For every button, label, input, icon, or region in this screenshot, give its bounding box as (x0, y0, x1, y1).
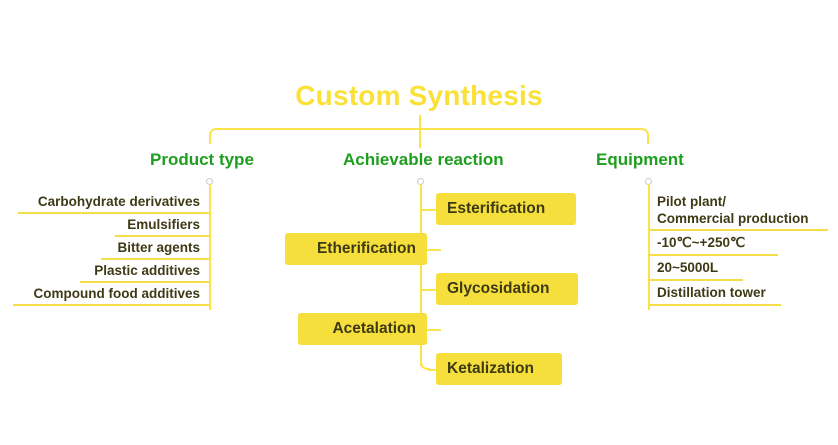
list-item-underline (648, 279, 743, 281)
list-item-underline (80, 281, 209, 283)
list-item-label: -10℃~+250℃ (657, 235, 746, 250)
page-title: Custom Synthesis (295, 80, 543, 111)
list-item-label: Carbohydrate derivatives (37, 194, 200, 209)
bracket-stem (419, 115, 421, 130)
list-item-label: Emulsifiers (127, 217, 200, 232)
list-item-label-line2: Commercial production (657, 211, 809, 226)
reaction-chip-glycosidation[interactable]: Glycosidation (436, 273, 578, 305)
column-heading-product-type: Product type (150, 150, 254, 169)
list-item: 20~5000L (657, 259, 837, 276)
bracket-connector (209, 128, 649, 144)
column-heading-achievable-reaction: Achievable reaction (343, 150, 504, 169)
reaction-chip-label: Ketalization (447, 360, 534, 377)
connector-stub (427, 249, 441, 251)
spine-achievable-reaction (420, 184, 422, 366)
connector-stub (420, 209, 436, 211)
reaction-chip-label: Etherification (316, 240, 416, 257)
list-item-underline (115, 235, 209, 237)
list-item-underline (13, 304, 209, 306)
list-item: -10℃~+250℃ (657, 234, 837, 251)
list-item: Distillation tower (657, 284, 837, 301)
spine-achievable-reaction-foot (420, 358, 430, 370)
list-item-underline (648, 229, 828, 231)
connector-stub (428, 369, 438, 371)
reaction-chip-etherification[interactable]: Etherification (285, 233, 427, 265)
list-item-label: Pilot plant/ (657, 194, 726, 209)
spine-equipment (648, 184, 650, 310)
list-item-label: Bitter agents (117, 240, 200, 255)
list-item-underline (648, 304, 781, 306)
list-item-label: Compound food additives (33, 286, 201, 301)
list-item: Pilot plant/ Commercial production (657, 193, 837, 227)
list-item-underline (101, 258, 209, 260)
list-item-label: Distillation tower (657, 285, 766, 300)
connector-stub (420, 289, 436, 291)
list-item: Plastic additives (9, 262, 200, 279)
list-item: Compound food additives (9, 285, 201, 302)
spine-product-type (209, 184, 211, 310)
list-item: Carbohydrate derivatives (9, 193, 200, 210)
reaction-chip-label: Esterification (447, 200, 546, 217)
list-item-label: Plastic additives (94, 263, 200, 278)
bracket-drop-center (419, 130, 421, 148)
reaction-chip-ketalization[interactable]: Ketalization (436, 353, 562, 385)
list-item: Bitter agents (9, 239, 200, 256)
reaction-chip-label: Acetalation (332, 320, 416, 337)
reaction-chip-label: Glycosidation (447, 280, 550, 297)
reaction-chip-esterification[interactable]: Esterification (436, 193, 576, 225)
reaction-chip-acetalation[interactable]: Acetalation (298, 313, 427, 345)
list-item: Emulsifiers (9, 216, 200, 233)
list-item-underline (18, 212, 209, 214)
connector-stub (427, 329, 441, 331)
list-item-underline (648, 254, 778, 256)
list-item-label: 20~5000L (657, 260, 719, 275)
column-heading-equipment: Equipment (596, 150, 684, 169)
